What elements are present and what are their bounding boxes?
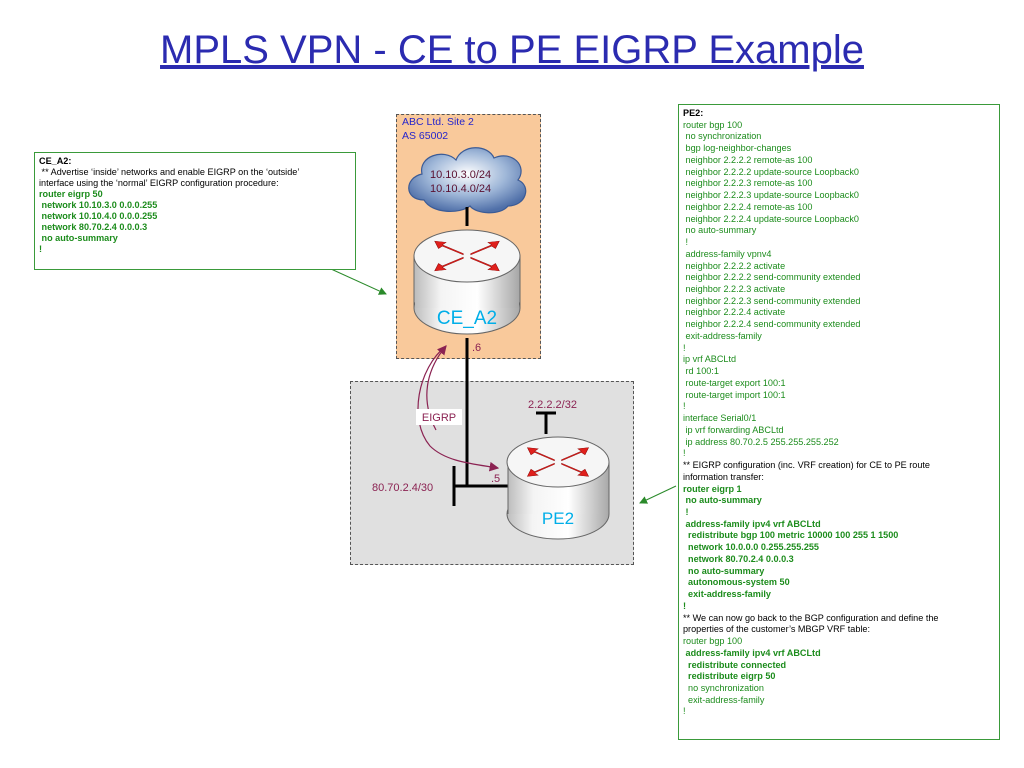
pe-config-line: ! (683, 448, 686, 459)
pe-config-line: bgp log-neighbor-changes (683, 143, 792, 154)
pe-config-line: address-family vpnv4 (683, 248, 772, 259)
pe-config-line: ! (683, 342, 686, 353)
pe-config-line: no synchronization (683, 682, 764, 693)
pe-config-line: ! (683, 706, 686, 717)
ce-config-line: ! (39, 244, 43, 254)
pe-config-line: neighbor 2.2.2.4 remote-as 100 (683, 201, 813, 212)
pe-config-line: route-target import 100:1 (683, 389, 786, 400)
pe-config-line: rd 100:1 (683, 366, 719, 377)
ce-config-line: ** Advertise ‘inside’ networks and enabl… (39, 167, 300, 177)
pe-config-line: ip vrf ABCLtd (683, 354, 737, 365)
pe-config-line: neighbor 2.2.2.4 send-community extended (683, 319, 861, 330)
pe-config-line: autonomous-system 50 (683, 577, 790, 588)
pe-config-line: no auto-summary (683, 565, 765, 576)
ce-config-line: no auto-summary (39, 233, 118, 243)
pe-config-line: ! (683, 401, 686, 412)
pe-callout-connector (639, 485, 677, 504)
pe-config-line: properties of the customer’s MBGP VRF ta… (683, 624, 871, 635)
pe-config-line: neighbor 2.2.2.3 activate (683, 284, 786, 295)
pe-config-line: ip vrf forwarding ABCLtd (683, 424, 784, 435)
pe-config-line: router bgp 100 (683, 119, 743, 130)
pe-config-line: ! (683, 237, 689, 248)
ce-config-line: network 10.10.4.0 0.0.0.255 (39, 211, 158, 221)
pe-config-line: neighbor 2.2.2.3 update-source Loopback0 (683, 190, 859, 201)
ce-config-line: interface using the ‘normal’ EIGRP confi… (39, 178, 279, 188)
pe-config-line: address-family ipv4 vrf ABCLtd (683, 518, 821, 529)
pe-config-line: ip address 80.70.2.5 255.255.255.252 (683, 436, 839, 447)
pe-config-line: router eigrp 1 (683, 483, 742, 494)
pe-config-line: information transfer: (683, 471, 764, 482)
pe-config-line: exit-address-family (683, 694, 765, 705)
ce-router-icon (413, 229, 521, 335)
pe-config-line: neighbor 2.2.2.2 send-community extended (683, 272, 861, 283)
pe-config-line: no synchronization (683, 131, 762, 142)
site-name-label: ABC Ltd. Site 2 (402, 116, 474, 128)
pe-config-line: no auto-summary (683, 495, 762, 506)
pe-config-line: neighbor 2.2.2.3 remote-as 100 (683, 178, 813, 189)
pe-config-line: no auto-summary (683, 225, 757, 236)
pe-config-line: router bgp 100 (683, 636, 743, 647)
pe-router-icon (506, 436, 610, 540)
pe-config-line: neighbor 2.2.2.2 remote-as 100 (683, 154, 813, 165)
pe-config-line: ** EIGRP configuration (inc. VRF creatio… (683, 460, 930, 471)
pe-config-line: interface Serial0/1 (683, 413, 757, 424)
pe-config-line: PE2: (683, 108, 704, 118)
ce-config-callout: CE_A2: ** Advertise ‘inside’ networks an… (34, 152, 356, 270)
pe-router-label: PE2 (542, 509, 574, 528)
eigrp-label: EIGRP (422, 412, 456, 424)
pe-config-line: address-family ipv4 vrf ABCLtd (683, 647, 821, 658)
eigrp-arrow (417, 345, 500, 472)
pe-config-line: ! (683, 600, 687, 611)
pe-config-line: neighbor 2.2.2.2 update-source Loopback0 (683, 166, 859, 177)
pe-config-line: route-target export 100:1 (683, 377, 786, 388)
pe-config-line: redistribute eigrp 50 (683, 671, 776, 682)
pe-config-line: exit-address-family (683, 589, 771, 600)
pe-config-line: neighbor 2.2.2.3 send-community extended (683, 295, 861, 306)
pe-config-line: network 10.0.0.0 0.255.255.255 (683, 542, 819, 553)
link-network-label: 80.70.2.4/30 (372, 482, 433, 494)
pe-config-line: neighbor 2.2.2.4 update-source Loopback0 (683, 213, 859, 224)
pe-config-callout: PE2:router bgp 100 no synchronization bg… (678, 104, 1000, 740)
ce-router-label: CE_A2 (437, 308, 497, 329)
pe-config-line: redistribute bgp 100 metric 10000 100 25… (683, 530, 899, 541)
pe-config-line: network 80.70.2.4 0.0.0.3 (683, 553, 794, 564)
pe-interface-label: .5 (491, 473, 500, 485)
ce-interface-label: .6 (472, 342, 481, 354)
cloud-net-1: 10.10.3.0/24 (430, 169, 491, 181)
ce-config-line: CE_A2: (39, 156, 72, 166)
ce-config-line: router eigrp 50 (39, 189, 103, 199)
ce-config-line: network 10.10.3.0 0.0.0.255 (39, 200, 158, 210)
pe-config-line: neighbor 2.2.2.2 activate (683, 260, 786, 271)
ce-config-line: network 80.70.2.4 0.0.0.3 (39, 222, 148, 232)
site-as-label: AS 65002 (402, 130, 449, 142)
customer-lan-cloud-icon (408, 147, 527, 214)
cloud-net-2: 10.10.4.0/24 (430, 183, 491, 195)
loopback-label: 2.2.2.2/32 (528, 399, 577, 411)
pe-config-line: ! (683, 506, 689, 517)
pe-config-line: exit-address-family (683, 330, 762, 341)
slide-title: MPLS VPN - CE to PE EIGRP Example (160, 28, 864, 72)
pe-config-line: ** We can now go back to the BGP configu… (683, 612, 939, 623)
pe-config-line: redistribute connected (683, 659, 787, 670)
pe-config-line: neighbor 2.2.2.4 activate (683, 307, 786, 318)
